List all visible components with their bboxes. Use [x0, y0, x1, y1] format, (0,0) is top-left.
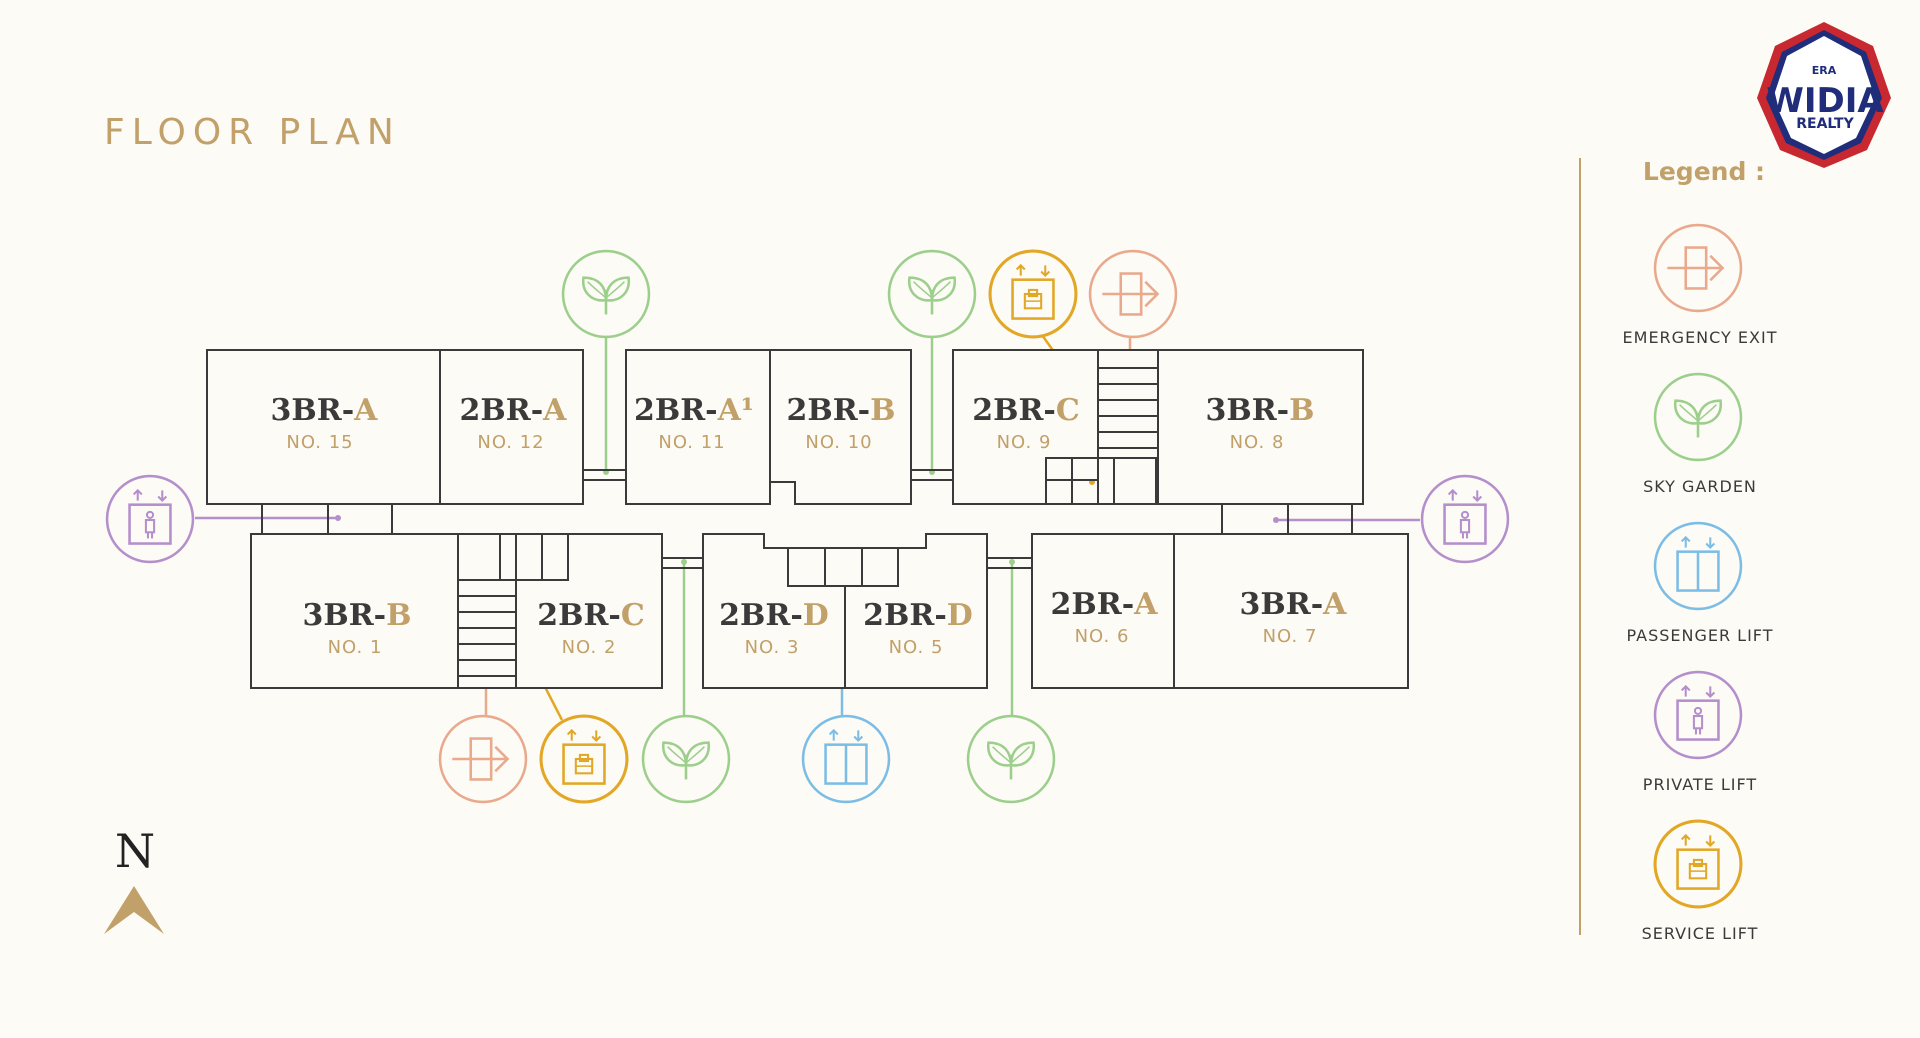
unit-type-1: 3BR-B [303, 598, 412, 633]
brand-era: ERA [1812, 64, 1837, 77]
service-lift-icon [1653, 819, 1743, 909]
page-title: FLOOR PLAN [104, 112, 401, 153]
unit-type-2: 2BR-C [537, 598, 645, 633]
legend-label-service-lift: SERVICE LIFT [1642, 924, 1759, 943]
brand-sub: REALTY [1796, 116, 1854, 132]
private-lift-icon [1653, 670, 1743, 760]
north-compass: N [104, 824, 164, 934]
unit-labels: 3BR-A NO. 15 2BR-A NO. 12 2BR-A¹ NO. 11 … [271, 393, 1348, 658]
unit-type-6: 2BR-A [1051, 587, 1159, 622]
service-lift-icon [539, 714, 629, 804]
unit-no-6: NO. 6 [1075, 626, 1130, 647]
unit-type-15: 3BR-A [271, 393, 379, 428]
unit-type-12: 2BR-A [460, 393, 568, 428]
stair-top [1045, 367, 1158, 505]
legend-label-sky-garden: SKY GARDEN [1643, 477, 1757, 496]
legend-label-private-lift: PRIVATE LIFT [1643, 775, 1757, 794]
unit-type-5: 2BR-D [863, 598, 973, 633]
unit-type-3: 2BR-D [719, 598, 829, 633]
passenger-lift-icon [1653, 521, 1743, 611]
sky-garden-icon [561, 249, 651, 339]
compass-north-label: N [115, 824, 155, 878]
legend-label-emergency-exit: EMERGENCY EXIT [1623, 328, 1778, 347]
unit-no-5: NO. 5 [889, 637, 944, 658]
emergency-exit-icon [1653, 223, 1743, 313]
unit-no-9: NO. 9 [997, 432, 1052, 453]
unit-type-11: 2BR-A¹ [634, 393, 754, 428]
unit-no-10: NO. 10 [805, 432, 872, 453]
legend-title: Legend : [1643, 157, 1765, 186]
unit-no-1: NO. 1 [328, 637, 383, 658]
plan-icons [105, 249, 1510, 804]
passenger-lift-icon [801, 714, 891, 804]
unit-type-8: 3BR-B [1206, 393, 1315, 428]
legend: Legend : EMERGENCY EXIT SKY GARDEN PASSE… [1579, 157, 1778, 943]
service-lift-icon [988, 249, 1078, 339]
sky-garden-icon [641, 714, 731, 804]
unit-no-8: NO. 8 [1230, 432, 1285, 453]
unit-type-7: 3BR-A [1240, 587, 1348, 622]
walls [206, 349, 1409, 689]
unit-no-7: NO. 7 [1263, 626, 1318, 647]
brand-logo: ERA WIDIA REALTY [1757, 22, 1891, 168]
unit-type-10: 2BR-B [787, 393, 896, 428]
legend-label-passenger-lift: PASSENGER LIFT [1627, 626, 1774, 645]
unit-no-11: NO. 11 [658, 432, 725, 453]
north-arrow-icon [104, 886, 164, 934]
sky-garden-icon [1653, 372, 1743, 462]
emergency-exit-icon [1088, 249, 1178, 339]
unit-no-15: NO. 15 [286, 432, 353, 453]
unit-no-2: NO. 2 [562, 637, 617, 658]
private-lift-icon [105, 474, 195, 564]
unit-no-12: NO. 12 [477, 432, 544, 453]
unit-no-3: NO. 3 [745, 637, 800, 658]
brand-name: WIDIA [1766, 81, 1884, 121]
emergency-exit-icon [438, 714, 528, 804]
sky-garden-icon [966, 714, 1056, 804]
stair-bottom [457, 533, 569, 677]
sky-garden-icon [887, 249, 977, 339]
private-lift-icon [1420, 474, 1510, 564]
unit-type-9: 2BR-C [972, 393, 1080, 428]
